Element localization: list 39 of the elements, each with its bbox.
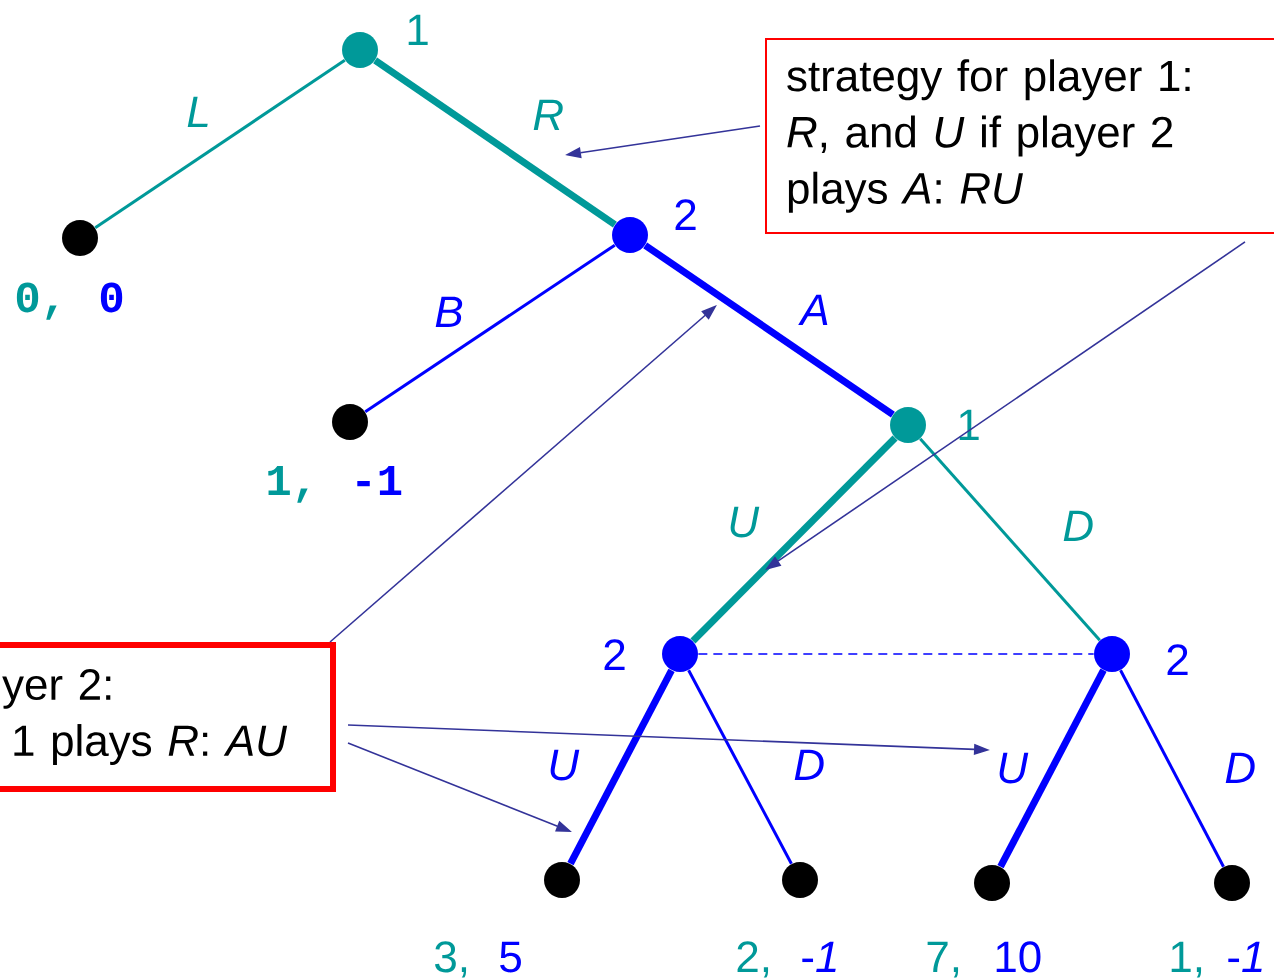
branch-line xyxy=(687,669,793,865)
payoff-value: 1, xyxy=(268,466,308,503)
edge-label: D xyxy=(1063,510,1093,541)
payoff-value: -1 xyxy=(357,466,402,495)
payoff-value: 2, xyxy=(737,941,769,978)
edge-label: U xyxy=(730,506,760,538)
payoff-value: -1 xyxy=(1228,941,1262,972)
branch-line xyxy=(94,58,346,229)
callout-box: yer 2: 1 plays R: AU xyxy=(0,642,336,792)
payoff-value: -1 xyxy=(802,941,836,972)
payoff-value: 5 xyxy=(500,941,521,973)
payoff-value: 1, xyxy=(1171,941,1202,978)
branch-line xyxy=(690,435,898,644)
branch-line xyxy=(997,668,1107,869)
branch-line xyxy=(567,668,675,866)
payoff-value: 0 xyxy=(100,282,123,313)
edge-label: A xyxy=(798,294,828,325)
edge-label: U xyxy=(550,749,580,781)
payoff-value: 0, xyxy=(16,282,57,320)
information-set-line xyxy=(697,653,1095,655)
branch-line xyxy=(919,437,1101,642)
edge-label: D xyxy=(794,749,824,780)
edge-label: D xyxy=(1225,752,1255,783)
callout-box: strategy for player 1: R, and U if player 2 plays A: RU xyxy=(765,38,1274,234)
branch-line xyxy=(364,243,616,414)
edge-label: R xyxy=(533,99,563,130)
branch-line xyxy=(1119,669,1225,868)
player-number: 2 xyxy=(675,199,696,230)
payoff-value: 3, xyxy=(435,941,467,978)
edge-label: B xyxy=(435,296,463,327)
branch-line xyxy=(643,242,895,418)
payoff-value: 10 xyxy=(996,941,1041,973)
branch-line xyxy=(373,57,617,228)
payoff-value: 7, xyxy=(927,941,959,978)
player-number: 2 xyxy=(1167,644,1188,675)
edge-label: U xyxy=(999,752,1029,784)
player-number: 1 xyxy=(408,14,428,45)
player-number: 2 xyxy=(604,639,625,670)
edge-label: L xyxy=(187,96,208,127)
